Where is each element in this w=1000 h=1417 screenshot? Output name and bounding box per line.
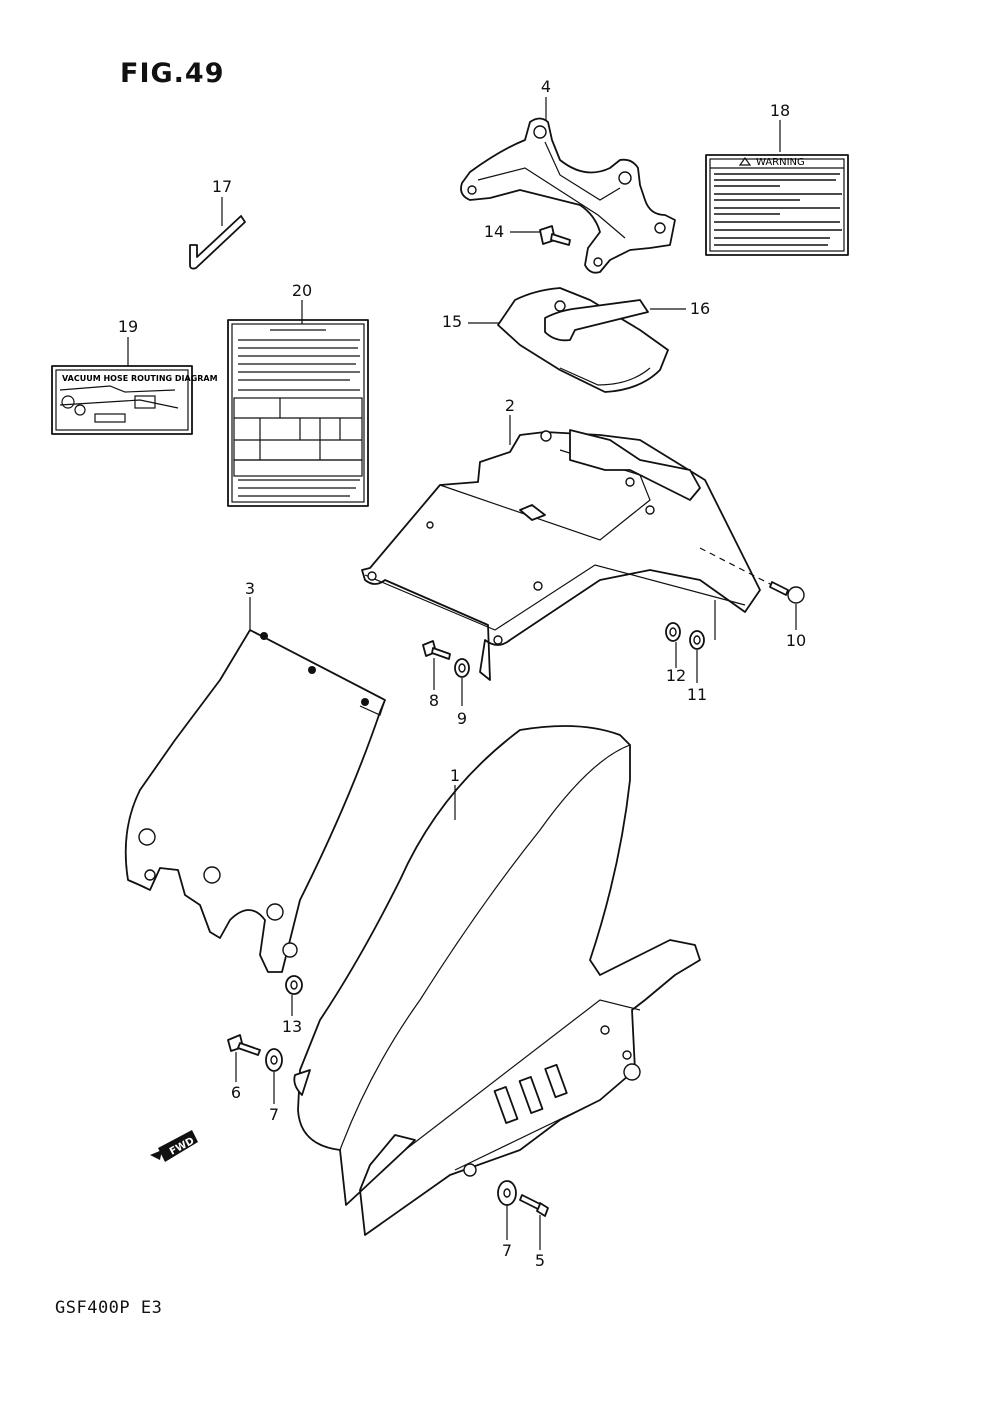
washer-7-upper-part [265, 1048, 283, 1072]
hex-key-part [189, 215, 246, 270]
bolt-10-part [769, 581, 805, 604]
grommet-13-part [285, 975, 303, 995]
washer-7-lower-part [497, 1180, 517, 1206]
callout-4: 4 [540, 77, 552, 96]
collar-9-part [454, 658, 470, 678]
bolt-14-part [539, 225, 571, 246]
callout-19: 19 [117, 317, 139, 336]
callout-14: 14 [483, 222, 505, 241]
figure-title: FIG.49 [120, 58, 225, 89]
callout-7-upper: 7 [268, 1105, 280, 1124]
tray-part [497, 287, 669, 393]
callout-7-lower: 7 [501, 1241, 513, 1260]
leader-lines [127, 97, 797, 1250]
callout-1: 1 [449, 766, 461, 785]
callout-11: 11 [686, 685, 708, 704]
nut-12-part [665, 622, 681, 642]
warning-label-part [705, 154, 849, 256]
warning-label-heading: WARNING [756, 157, 805, 168]
bolt-8-part [422, 640, 451, 660]
callout-8: 8 [428, 691, 440, 710]
callout-17: 17 [211, 177, 233, 196]
rear-fender-frame-part [361, 429, 773, 681]
callout-12: 12 [665, 666, 687, 685]
model-code: GSF400P E3 [55, 1298, 163, 1318]
callout-2: 2 [504, 396, 516, 415]
callout-20: 20 [291, 281, 313, 300]
vacuum-label-title: VACUUM HOSE ROUTING DIAGRAM [62, 374, 218, 383]
callout-6: 6 [230, 1083, 242, 1102]
callout-15: 15 [441, 312, 463, 331]
callout-18: 18 [769, 101, 791, 120]
callout-13: 13 [281, 1017, 303, 1036]
callout-5: 5 [534, 1251, 546, 1270]
collar-11-part [689, 630, 705, 650]
callout-16: 16 [689, 299, 711, 318]
bolt-5-part [519, 1194, 549, 1217]
seat-bracket-part [460, 117, 676, 274]
callout-10: 10 [785, 631, 807, 650]
bolt-6-part [227, 1034, 261, 1056]
callout-9: 9 [456, 709, 468, 728]
info-label-part [227, 319, 369, 507]
vacuum-hose-label-part: VACUUM HOSE ROUTING DIAGRAM [51, 365, 218, 435]
mud-flap-part [124, 629, 386, 973]
forward-direction-arrow: FWD [150, 1130, 198, 1162]
rear-hugger-part [293, 725, 701, 1236]
callout-3: 3 [244, 579, 256, 598]
